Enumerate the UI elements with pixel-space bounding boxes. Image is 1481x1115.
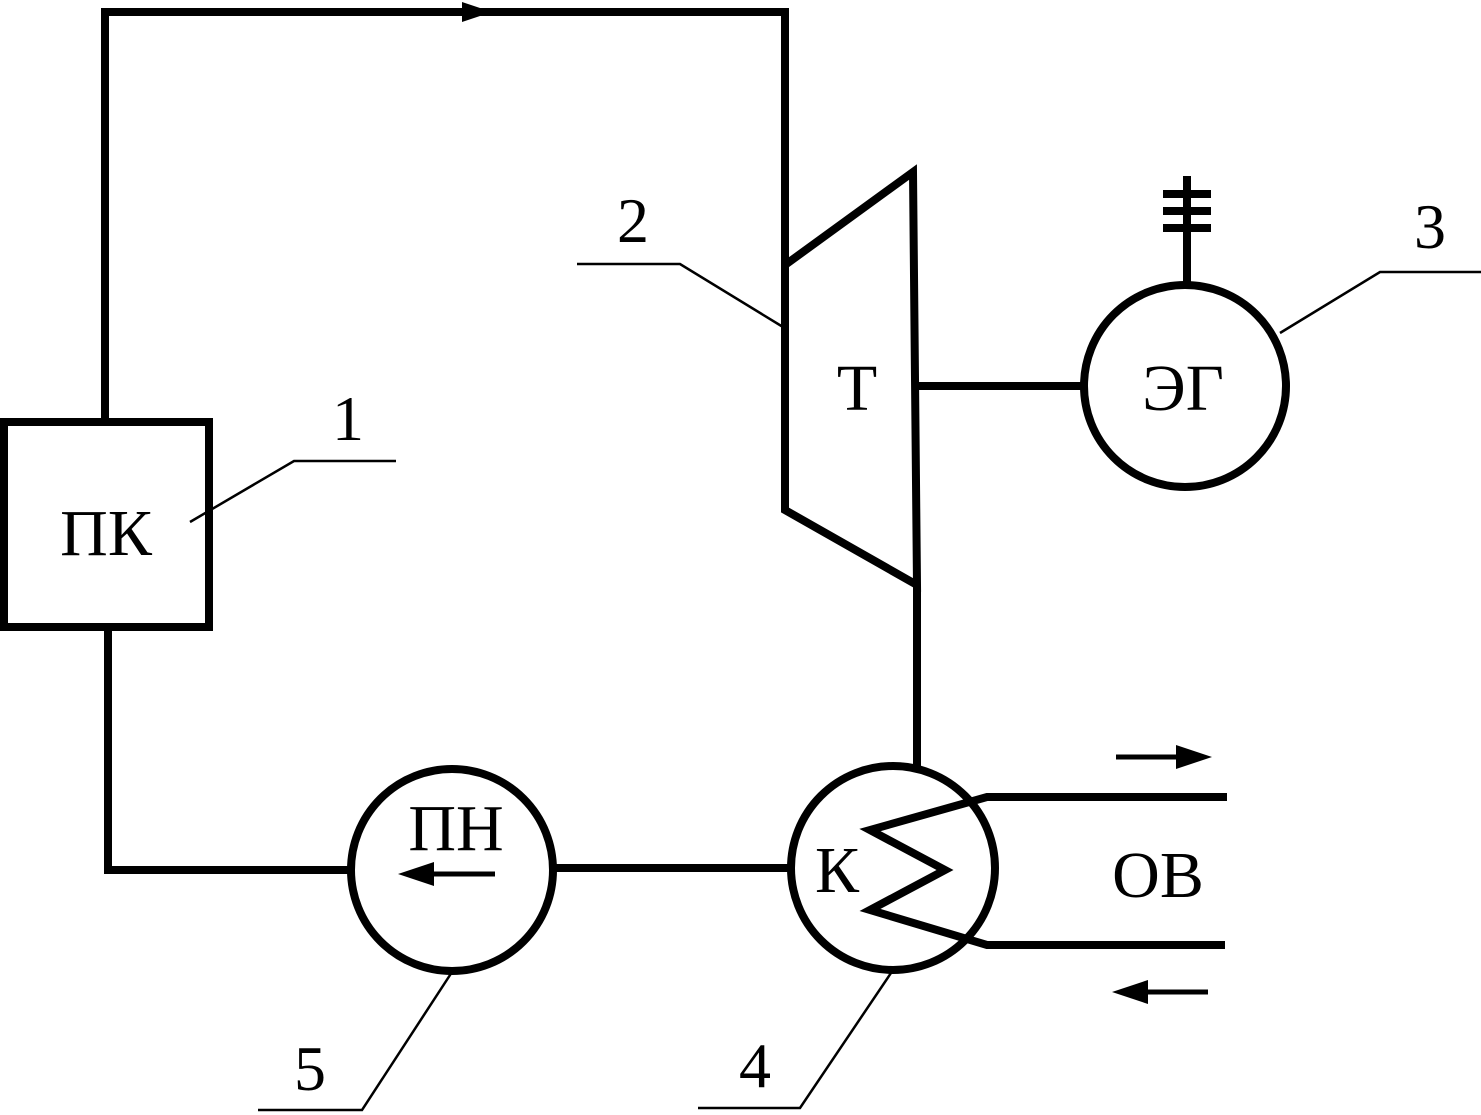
condenser-label: К [815, 834, 860, 907]
cooling-water-in-arrow-icon [1112, 980, 1208, 1004]
pump-flow-arrow-icon [398, 862, 495, 886]
generator-number: 3 [1414, 191, 1446, 262]
steam-flow-arrow-icon [462, 2, 492, 22]
condenser-number: 4 [739, 1030, 771, 1101]
pump-number: 5 [294, 1033, 326, 1104]
turbine-label: Т [837, 352, 877, 425]
turbine-leader-line [577, 262, 784, 329]
generator-leader-line [1279, 270, 1481, 335]
turbine-number: 2 [617, 185, 649, 256]
boiler-label: ПК [60, 497, 153, 570]
generator-label: ЭГ [1142, 352, 1224, 425]
condenser-leader-line [698, 969, 895, 1110]
cooling-water-label: ОВ [1112, 839, 1204, 912]
cooling-coil [859, 793, 1227, 949]
boiler-number: 1 [332, 383, 364, 454]
pump-leader-line [258, 971, 454, 1112]
cooling-water-out-arrow-icon [1116, 745, 1212, 769]
generator-circle [1080, 281, 1290, 491]
steam-line [101, 8, 789, 420]
feedwater-line [104, 627, 351, 874]
boiler-leader-line [189, 459, 396, 524]
power-output-icon [1163, 176, 1211, 284]
pump-label: ПН [408, 792, 503, 865]
